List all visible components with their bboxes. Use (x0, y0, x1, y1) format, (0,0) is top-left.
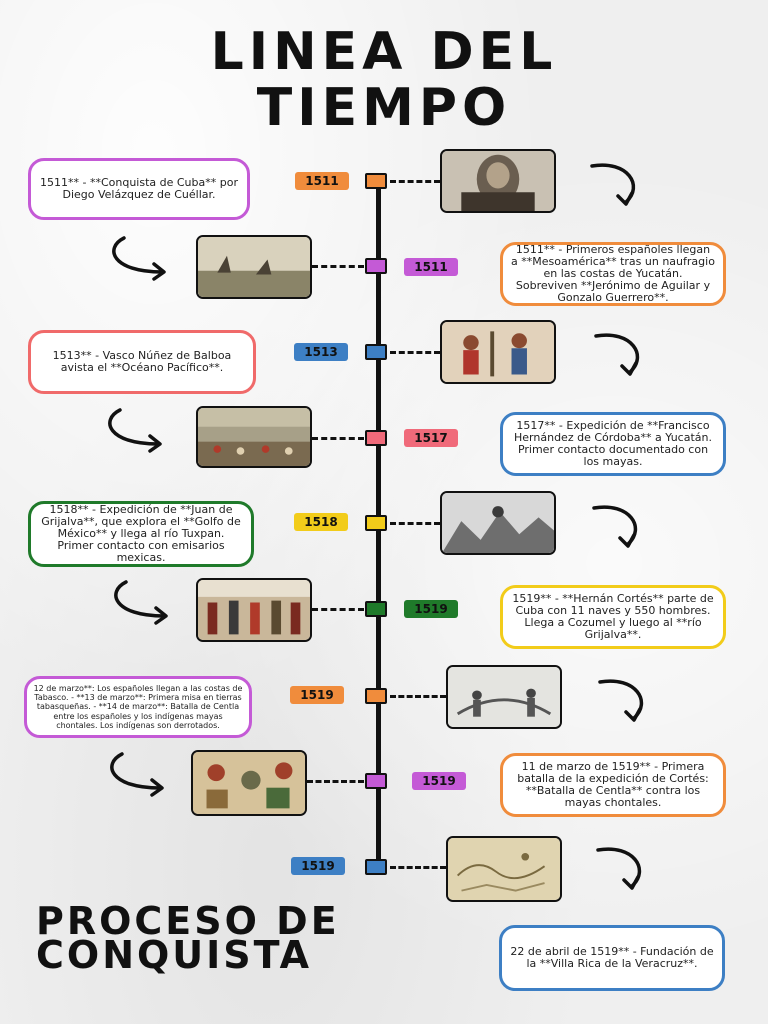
event-image-6 (196, 578, 312, 642)
curved-arrow-icon (598, 679, 644, 722)
year-label-7: 1519 (290, 686, 344, 704)
event-image-3 (440, 320, 556, 384)
connector-3 (390, 351, 440, 354)
title-line-1: LINEA DEL (210, 22, 558, 82)
timeline-node-5 (365, 515, 387, 531)
timeline-node-2 (365, 258, 387, 274)
connector-7 (390, 695, 446, 698)
event-image-9 (446, 836, 562, 902)
event-card-2: 1511** - Primeros españoles llegan a **M… (500, 242, 726, 306)
event-card-7: 1519** - **Hernán Cortés** parte de Cuba… (500, 585, 726, 649)
event-image-1 (440, 149, 556, 213)
curved-arrow-icon (590, 163, 636, 206)
connector-2 (312, 265, 364, 268)
curved-arrow-icon (110, 752, 164, 797)
section-title-line-1: PROCESO DE (36, 899, 340, 943)
connector-5 (390, 522, 440, 525)
year-label-1: 1511 (295, 172, 349, 190)
connector-8 (307, 780, 364, 783)
title-line-2: TIEMPO (256, 78, 512, 138)
event-card-1: 1511** - **Conquista de Cuba** por Diego… (28, 158, 250, 220)
timeline-node-4 (365, 430, 387, 446)
timeline-node-8 (365, 773, 387, 789)
timeline-node-9 (365, 859, 387, 875)
connector-6 (312, 608, 364, 611)
timeline-node-3 (365, 344, 387, 360)
year-label-3: 1513 (294, 343, 348, 361)
year-label-6: 1519 (404, 600, 458, 618)
event-image-5 (440, 491, 556, 555)
year-label-8: 1519 (412, 772, 466, 790)
connector-4 (312, 437, 364, 440)
event-card-10: 22 de abril de 1519** - Fundación de la … (499, 925, 725, 991)
connector-9 (390, 866, 446, 869)
timeline-node-7 (365, 688, 387, 704)
section-title-line-2: CONQUISTA (36, 933, 313, 977)
event-image-2 (196, 235, 312, 299)
year-label-5: 1518 (294, 513, 348, 531)
year-label-2: 1511 (404, 258, 458, 276)
curved-arrow-icon (108, 408, 162, 453)
timeline-node-1 (365, 173, 387, 189)
connector-1 (390, 180, 440, 183)
event-image-4 (196, 406, 312, 468)
curved-arrow-icon (114, 580, 168, 625)
event-card-3: 1513** - Vasco Núñez de Balboa avista el… (28, 330, 256, 394)
timeline-node-6 (365, 601, 387, 617)
event-card-8: 12 de marzo**: Los españoles llegan a la… (24, 676, 252, 738)
curved-arrow-icon (596, 847, 642, 890)
event-card-5: 1517** - Expedición de **Francisco Herná… (500, 412, 726, 476)
event-card-9: 11 de marzo de 1519** - Primera batalla … (500, 753, 726, 817)
event-card-6: 1518** - Expedición de **Juan de Grijalv… (28, 501, 254, 567)
year-label-4: 1517 (404, 429, 458, 447)
year-label-9: 1519 (291, 857, 345, 875)
curved-arrow-icon (112, 236, 166, 281)
event-image-8 (191, 750, 307, 816)
curved-arrow-icon (592, 505, 638, 548)
curved-arrow-icon (594, 333, 640, 376)
event-image-7 (446, 665, 562, 729)
